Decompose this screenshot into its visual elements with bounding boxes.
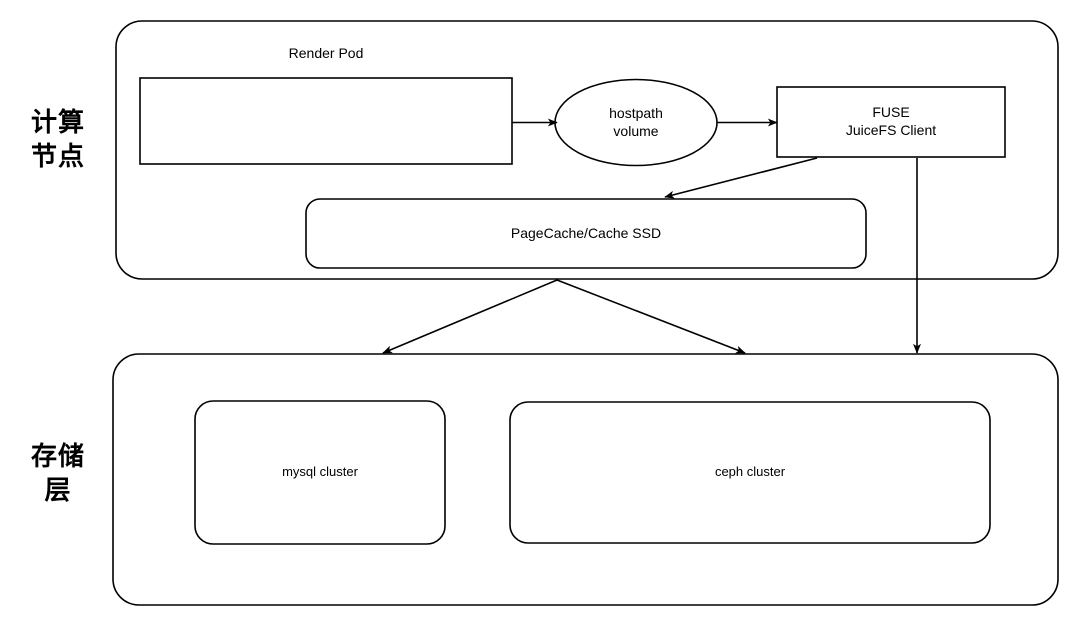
tier-label-storage: 存储 层: [6, 430, 110, 516]
edge-compute-to-ceph: [556, 279, 746, 354]
ceph-cluster-box: [509, 401, 991, 544]
hostpath-volume-ellipse: [554, 78, 718, 167]
edge-fuse-to-pagecache: [664, 157, 818, 199]
fuse-juicefs-client-box: [776, 86, 1006, 158]
tier-label-storage-line1: 存储: [30, 440, 85, 471]
mysql-cluster-box: [194, 400, 446, 545]
pagecache-ssd-box: [305, 198, 867, 269]
edge-compute-to-mysql: [382, 279, 558, 354]
tier-label-storage-line2: 层: [44, 475, 72, 505]
tier-label-compute-line1: 计算: [30, 106, 85, 137]
tier-label-compute-line2: 节点: [30, 141, 85, 171]
render-container-box: [139, 77, 513, 165]
tier-label-compute: 计算 节点: [6, 96, 110, 182]
